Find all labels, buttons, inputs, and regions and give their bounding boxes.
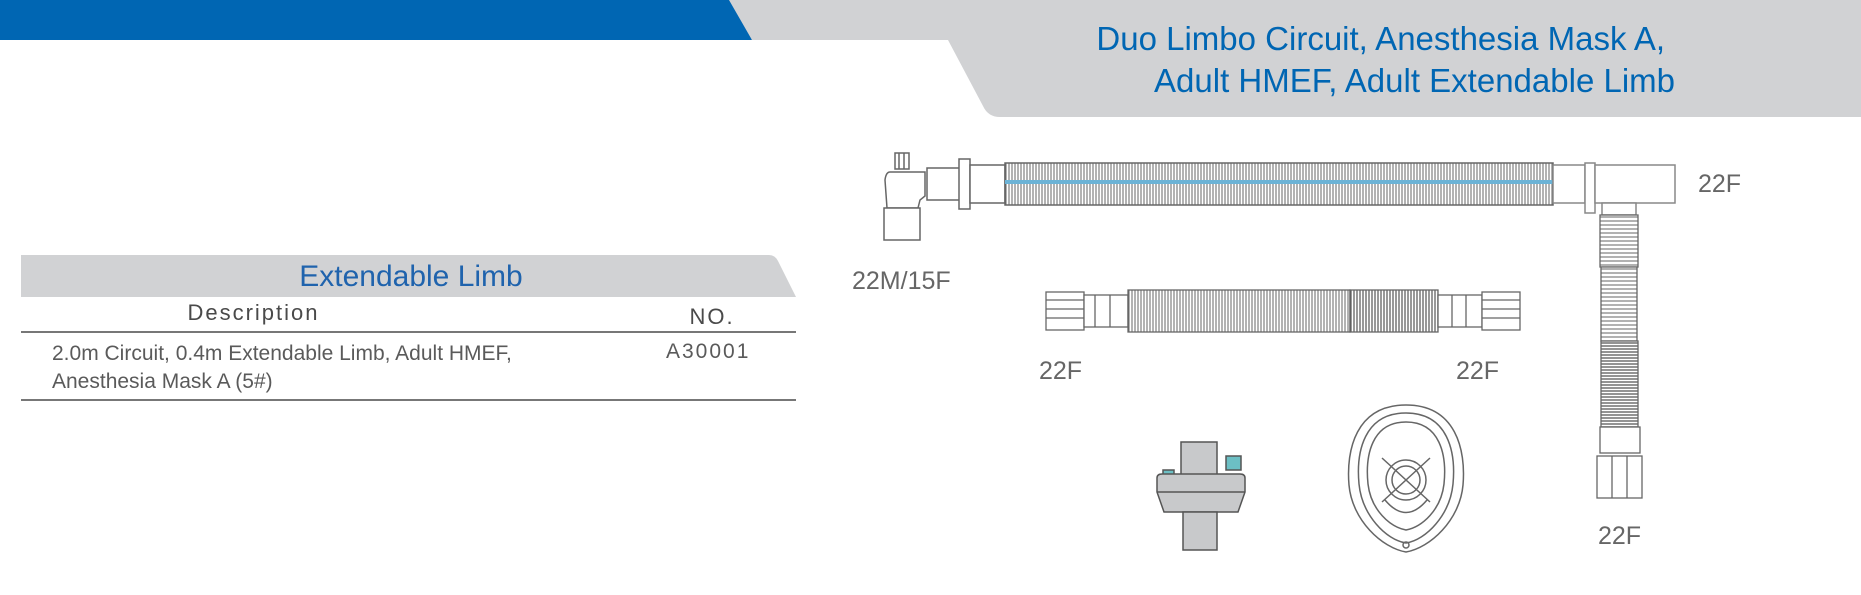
- table-row-no: A30001: [666, 340, 751, 363]
- hmef-filter: [1156, 441, 1246, 551]
- label-limb-left-port: 22F: [1039, 357, 1083, 385]
- gray-title-band: [729, 0, 1861, 117]
- header-divider: [21, 331, 796, 333]
- page-title: Duo Limbo Circuit, Anesthesia Mask A, Ad…: [1000, 18, 1740, 102]
- description-line-1: 2.0m Circuit, 0.4m Extendable Limb, Adul…: [52, 342, 512, 365]
- column-header-description: Description: [187, 300, 320, 325]
- blue-band: [0, 0, 752, 40]
- tee-connector: [1552, 162, 1676, 216]
- vertical-extendable-limb: [1596, 214, 1643, 499]
- table-heading-text: Extendable Limb: [299, 260, 523, 293]
- label-elbow-port: 22M/15F: [852, 267, 951, 295]
- label-tee-port: 22F: [1698, 170, 1742, 198]
- table-heading: Extendable Limb: [21, 255, 796, 297]
- extendable-limb: [1045, 289, 1521, 333]
- title-line-1: Duo Limbo Circuit, Anesthesia Mask A,: [1096, 20, 1665, 57]
- table-heading-band: [21, 255, 796, 297]
- main-circuit-tube: [1004, 162, 1554, 206]
- elbow-connector: [883, 152, 1006, 241]
- label-vertical-limb-port: 22F: [1598, 522, 1642, 550]
- anesthesia-mask: [1347, 404, 1465, 553]
- label-limb-right-port: 22F: [1456, 357, 1500, 385]
- table-bottom-rule: [21, 399, 796, 401]
- header-bands: [0, 0, 1861, 117]
- title-line-2: Adult HMEF, Adult Extendable Limb: [1154, 62, 1675, 99]
- table-row-description: 2.0m Circuit, 0.4m Extendable Limb, Adul…: [52, 340, 612, 396]
- description-line-2: Anesthesia Mask A (5#): [52, 370, 273, 393]
- column-header-no: NO.: [689, 304, 735, 329]
